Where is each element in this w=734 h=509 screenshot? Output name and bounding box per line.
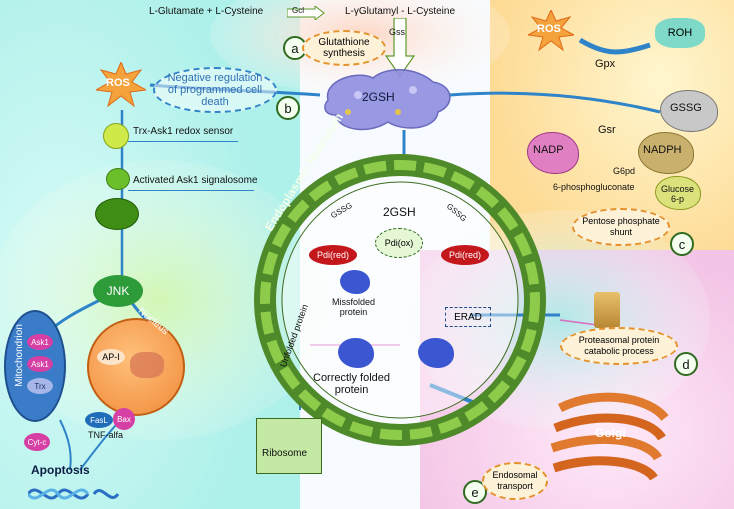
- er-gsh-label: 2GSH: [383, 205, 416, 219]
- nadph-label: NADPH: [643, 144, 682, 156]
- label-c: c: [670, 232, 694, 256]
- roh-label: ROH: [655, 18, 705, 48]
- pdi-red-right: Pdi(red): [441, 245, 489, 265]
- substrates-label: L-Glutamate + L-Cysteine: [149, 6, 264, 17]
- gssg-label: GSSG: [670, 102, 702, 114]
- nadp-label: NADP: [533, 144, 564, 156]
- pdi-red-left: Pdi(red): [309, 245, 357, 265]
- ros-burst-right: [528, 10, 574, 52]
- ros-right-label: ROS: [537, 23, 561, 35]
- golgi-label: Golgi: [595, 426, 626, 440]
- ros-burst-left: [96, 62, 146, 107]
- proteasome-icon: [594, 292, 620, 328]
- product-label: L-γGlutamyl - L-Cysteine: [345, 6, 456, 17]
- gssg-molecule: [660, 90, 718, 132]
- fasl-badge: FasL: [85, 412, 113, 428]
- chromatin: [130, 352, 164, 378]
- signalosome-label: Activated Ask1 signalosome: [133, 175, 258, 186]
- correctly-folded-protein-shape: [338, 338, 374, 368]
- mitochondrion-label: Mitochondrion: [13, 324, 25, 387]
- phosphogluconate-label: 6-phosphogluconate: [553, 182, 635, 192]
- label-e: e: [463, 480, 487, 504]
- missfolded-label: Missfolded protein: [332, 297, 376, 317]
- gcl-label: Gcl: [292, 6, 304, 15]
- endosomal-label: Endosomal transport: [482, 462, 548, 500]
- pentose-shunt-label: Pentose phosphate shunt: [572, 208, 670, 246]
- gss-arrow: [384, 18, 416, 78]
- label-d: d: [674, 352, 698, 376]
- golgi-apparatus: [550, 392, 669, 481]
- glucose-molecule: [655, 176, 701, 210]
- mito-item-trx: Trx: [27, 378, 53, 394]
- trx-ask1-sensor: [103, 123, 129, 149]
- apoptosis-label: Apoptosis: [31, 463, 90, 477]
- dna-fragments: [28, 488, 120, 500]
- folded-protein-shape-2: [418, 338, 454, 368]
- missfolded-protein-shape: [340, 270, 370, 294]
- gpx-label: Gpx: [595, 58, 616, 70]
- tnf-label: TNF-alfa: [88, 430, 124, 440]
- nadp-molecule: [527, 132, 579, 174]
- cytc-badge: Cyt-c: [24, 433, 50, 451]
- activated-signalosome-blob: [95, 198, 139, 230]
- ros-left-label: ROS: [106, 77, 130, 89]
- proteasomal-label: Proteasomal protein catabolic process: [560, 327, 678, 365]
- correctly-folded-label: Correctly folded protein: [313, 372, 391, 396]
- ribosome-label: Ribosome: [262, 448, 308, 459]
- g6pd-label: G6pd: [613, 166, 636, 176]
- gsh-molecule: [324, 68, 451, 131]
- bax-badge: Bax: [113, 408, 135, 430]
- erad-box: ERAD: [445, 307, 491, 327]
- ap1-label: AP-I: [97, 349, 125, 365]
- trx-underline: [128, 141, 238, 142]
- mito-item-ask1-a: Ask1: [27, 334, 53, 350]
- gcl-arrow: Gcl: [286, 4, 325, 22]
- glutathione-synthesis-label: Glutathione synthesis: [302, 30, 386, 66]
- gsh-label: 2GSH: [362, 90, 395, 104]
- label-b: b: [276, 96, 300, 120]
- gsr-label: Gsr: [598, 124, 616, 136]
- signalosome-node: [106, 168, 130, 190]
- trx-ask1-label: Trx-Ask1 redox sensor: [133, 126, 234, 137]
- ribosome-box: [256, 418, 322, 474]
- negative-regulation-label: Negative regulation of programmed cell d…: [153, 67, 277, 113]
- glucose-label: Glucose 6-p: [661, 184, 695, 204]
- pdi-ox: Pdi(ox): [375, 228, 423, 258]
- mito-item-ask1-b: Ask1: [27, 356, 53, 372]
- signalosome-underline: [128, 190, 254, 191]
- gss-label: Gss: [389, 27, 406, 37]
- jnk-node: JNK: [93, 275, 143, 307]
- nadph-molecule: [638, 132, 694, 174]
